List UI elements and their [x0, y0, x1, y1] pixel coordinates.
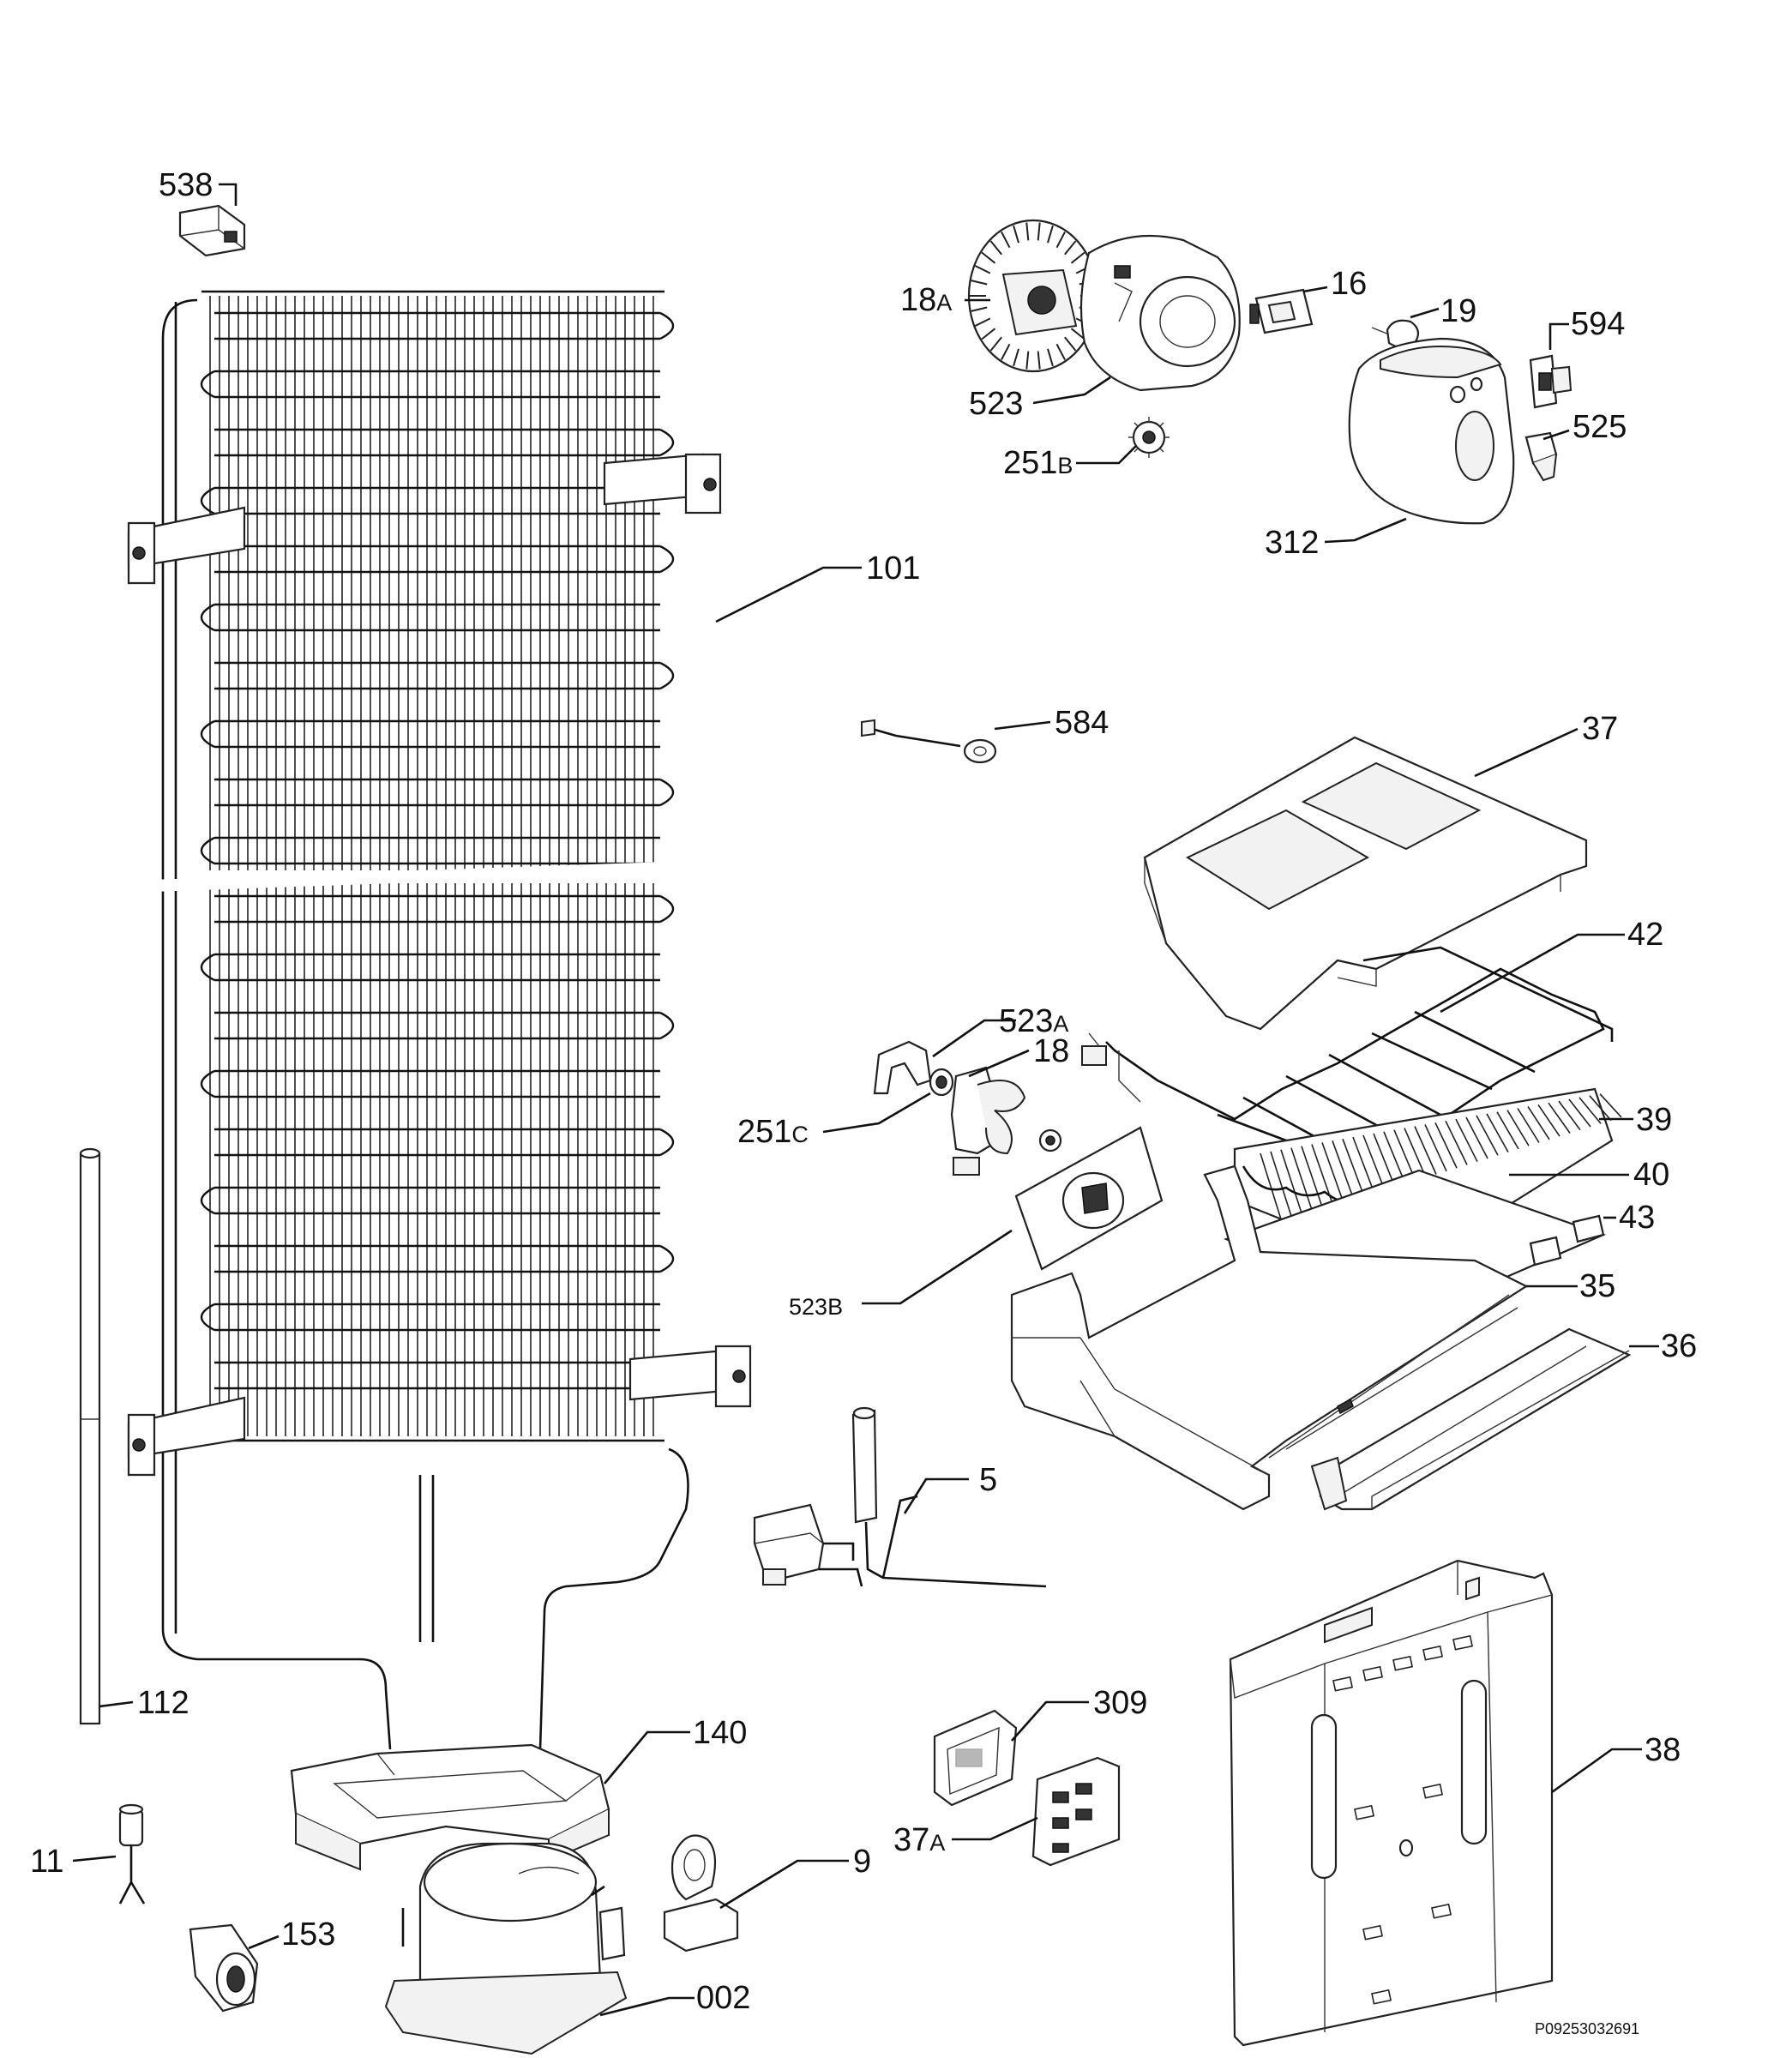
- condenser-fins: [209, 296, 654, 1436]
- part-251c-bushing[interactable]: [929, 1068, 954, 1097]
- label-525: 525: [1573, 409, 1627, 445]
- label-002: 002: [696, 1980, 750, 2016]
- condenser-coils: [200, 311, 675, 1390]
- part-36-channel[interactable]: [1310, 1327, 1632, 1511]
- part-594-sensor[interactable]: [1529, 354, 1573, 409]
- part-309-electronic-module[interactable]: [933, 1709, 1018, 1807]
- condenser-bracket: [628, 1345, 752, 1408]
- label-312: 312: [1265, 525, 1319, 561]
- part-140-base-tray[interactable]: [290, 1743, 610, 1871]
- label-153: 153: [281, 1917, 335, 1953]
- condenser-bracket: [127, 1396, 246, 1477]
- part-251b-gear[interactable]: [1128, 417, 1170, 458]
- part-18a-fan-motor[interactable]: [967, 219, 1099, 373]
- label-251c: 251C: [737, 1114, 809, 1150]
- part-16-switch[interactable]: [1249, 288, 1314, 334]
- panel-slots: [1332, 1634, 1474, 2005]
- part-153-sleeve[interactable]: [189, 1923, 259, 2013]
- label-18a: 18A: [900, 282, 952, 318]
- label-37a: 37A: [893, 1822, 945, 1858]
- leader-lines: [72, 183, 1659, 2017]
- label-11: 11: [30, 1844, 63, 1880]
- label-35: 35: [1579, 1268, 1615, 1304]
- label-309: 309: [1093, 1685, 1147, 1721]
- part-9-relay[interactable]: [663, 1834, 739, 1953]
- part-labels: 538 18A 523 251B 16 19 594 525 312 101 5…: [30, 167, 1697, 2037]
- label-594: 594: [1571, 306, 1625, 342]
- part-35-drain-tray[interactable]: [1010, 1164, 1529, 1511]
- part-584-sensor[interactable]: [861, 719, 997, 764]
- label-40: 40: [1633, 1157, 1669, 1193]
- label-101: 101: [866, 551, 920, 587]
- part-538-connector[interactable]: [178, 204, 246, 257]
- condenser-101[interactable]: [127, 290, 752, 1750]
- label-523b: 523B: [789, 1294, 843, 1320]
- label-16: 16: [1331, 266, 1367, 302]
- part-002-compressor[interactable]: [384, 1842, 628, 2055]
- part-112-tube[interactable]: [79, 1147, 101, 1725]
- part-523-fan-housing[interactable]: [1079, 234, 1241, 392]
- condenser-bracket: [603, 453, 722, 514]
- part-37-cover-plate[interactable]: [1143, 736, 1588, 1031]
- label-18: 18: [1033, 1033, 1069, 1069]
- label-39: 39: [1636, 1102, 1672, 1138]
- part-525-lamp-socket[interactable]: [1524, 431, 1558, 482]
- label-251b: 251B: [1003, 445, 1073, 481]
- diagram-reference-code: P09253032691: [1535, 2020, 1639, 2037]
- part-43-clip[interactable]: [1529, 1214, 1605, 1267]
- part-11-grommet[interactable]: [118, 1803, 146, 1905]
- label-19: 19: [1440, 293, 1476, 329]
- label-37: 37: [1582, 711, 1618, 747]
- label-9: 9: [853, 1844, 871, 1880]
- part-312-lamp-cover[interactable]: [1348, 337, 1515, 525]
- label-112: 112: [137, 1685, 189, 1721]
- evaporator-fins: [1260, 1093, 1622, 1223]
- label-538: 538: [159, 167, 213, 203]
- part-523b-plate[interactable]: [1014, 1126, 1164, 1271]
- part-5-valve-drier[interactable]: [753, 1406, 1047, 1588]
- part-18-fan[interactable]: [950, 1066, 1062, 1176]
- condenser-bracket: [127, 506, 246, 585]
- label-36: 36: [1661, 1328, 1697, 1364]
- label-584: 584: [1055, 705, 1109, 741]
- label-523: 523: [969, 386, 1023, 422]
- part-38-rear-panel[interactable]: [1229, 1559, 1554, 2047]
- label-5: 5: [979, 1462, 997, 1498]
- part-42-heater[interactable]: [1081, 946, 1614, 1151]
- label-140: 140: [693, 1715, 747, 1751]
- label-43: 43: [1619, 1200, 1655, 1236]
- label-42: 42: [1627, 917, 1663, 953]
- part-523a-bracket[interactable]: [873, 1040, 932, 1095]
- part-37a-electronic-board[interactable]: [1031, 1756, 1121, 1867]
- label-523a: 523A: [999, 1003, 1068, 1039]
- label-38: 38: [1645, 1732, 1681, 1768]
